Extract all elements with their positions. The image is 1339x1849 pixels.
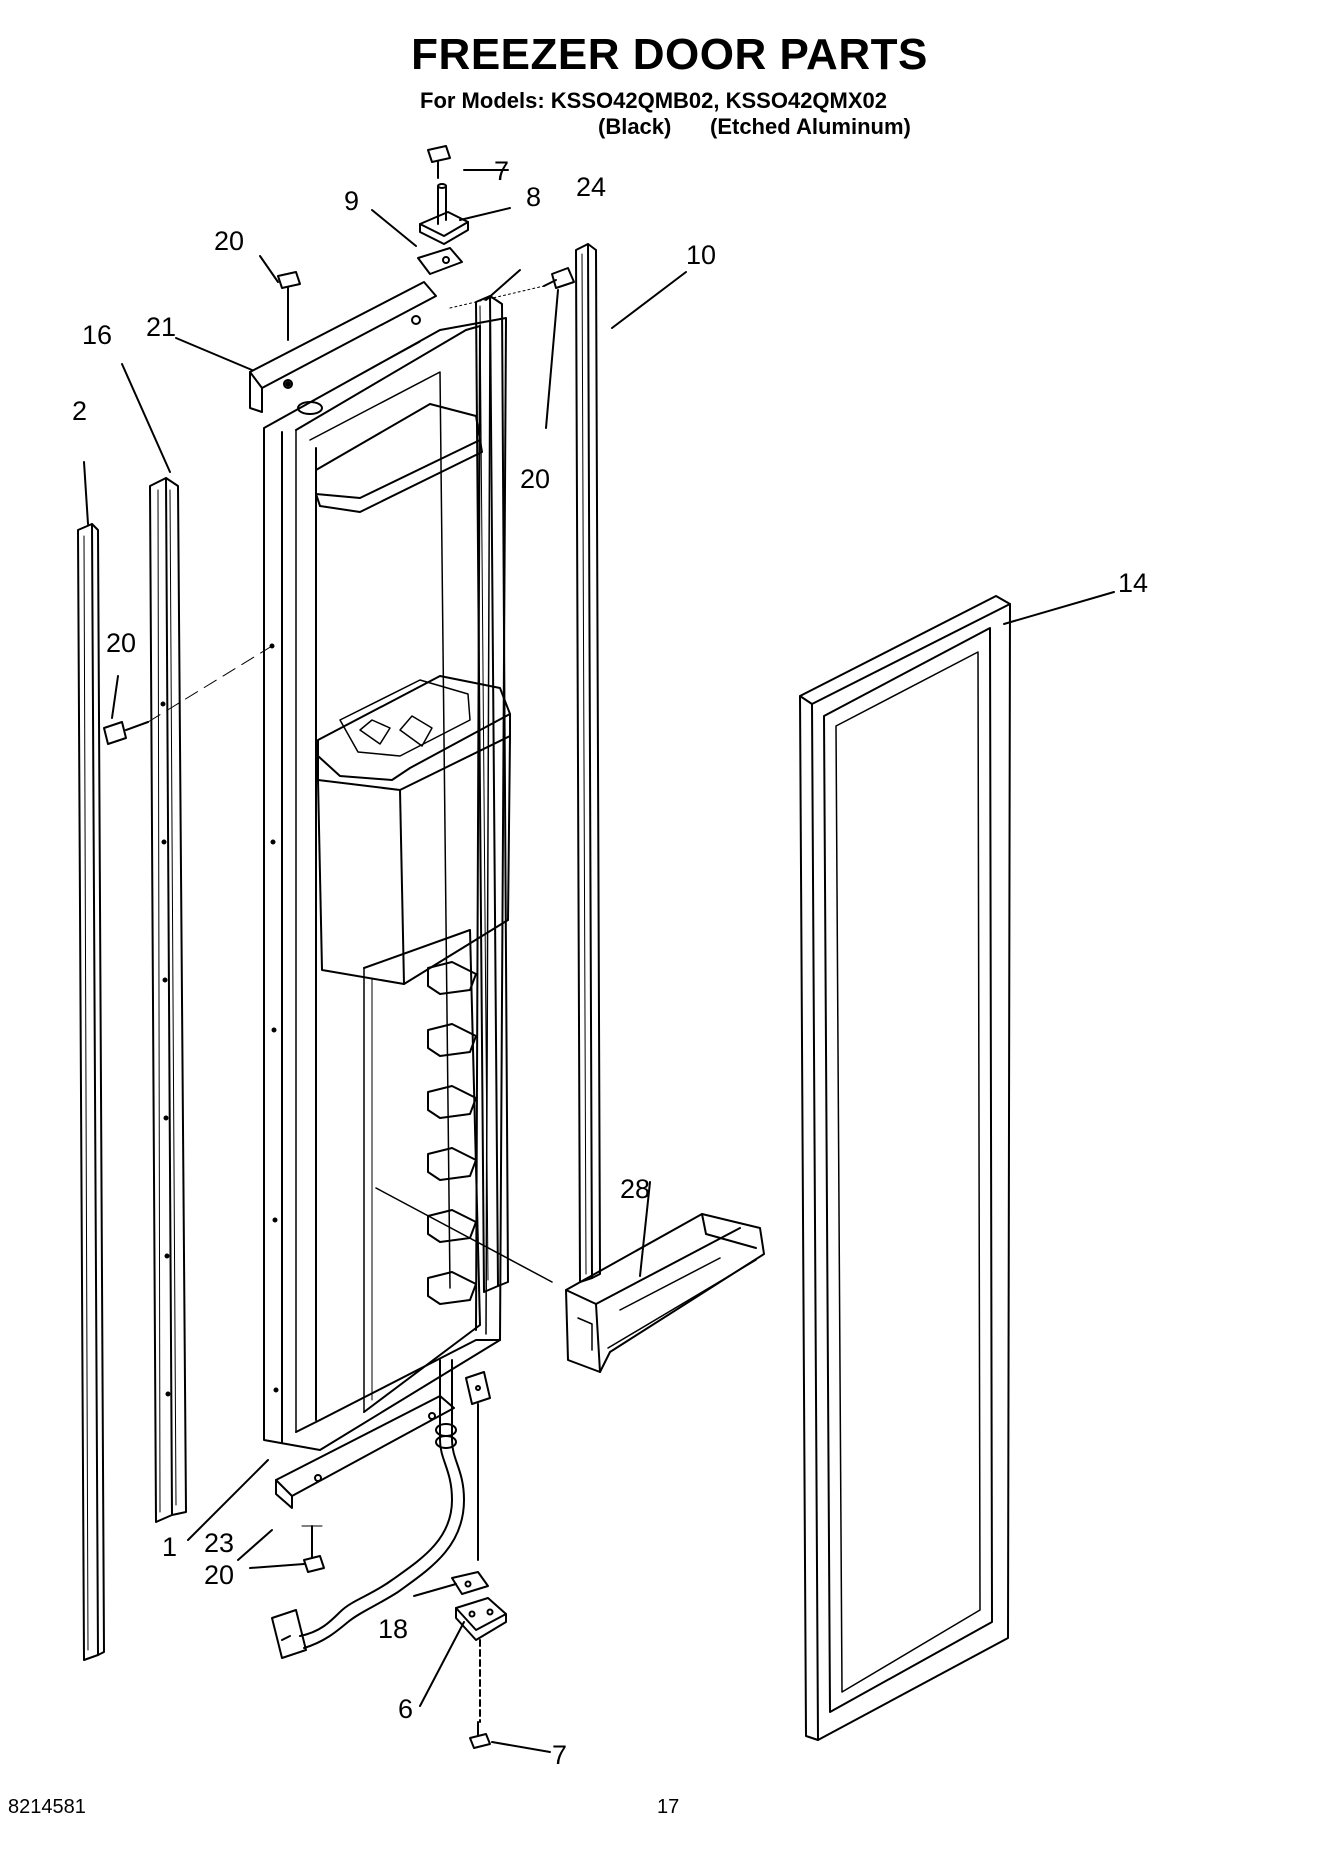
part-16-side-channel (149, 477, 187, 1523)
part-18-hinge-shim (451, 1571, 489, 1595)
part-7-screw-bottom (469, 1721, 491, 1749)
callout-8: 8 (526, 182, 541, 212)
callout-1: 1 (162, 1532, 177, 1562)
document-number: 8214581 (8, 1796, 86, 1818)
callout-18: 18 (378, 1614, 408, 1644)
callout-9: 9 (344, 186, 359, 216)
variant-black: (Black) (598, 114, 672, 139)
callout-14: 14 (1118, 568, 1148, 598)
leader-lines (83, 169, 1115, 1753)
callout-7-bottom: 7 (552, 1740, 567, 1770)
part-9-hinge-shim (417, 247, 463, 275)
callout-20-right: 20 (520, 464, 550, 494)
callout-20-top: 20 (214, 226, 244, 256)
part-20-screw-bottom (301, 1525, 325, 1573)
part-20-screw-left (103, 645, 273, 745)
part-14-door-panel (799, 595, 1011, 1741)
callout-10: 10 (686, 240, 716, 270)
page-number: 17 (657, 1796, 680, 1818)
models-line: For Models: KSSO42QMB02, KSSO42QMX02 (420, 88, 888, 113)
part-20-screw-top (277, 271, 301, 387)
part-24-side-channel (475, 295, 509, 1293)
bottom-hinge-plate (465, 1371, 491, 1561)
variant-aluminum: (Etched Aluminum) (710, 114, 911, 139)
callout-labels: 7 8 9 24 20 10 21 16 2 20 14 20 28 1 23 … (72, 156, 1148, 1770)
callout-6: 6 (398, 1694, 413, 1724)
part-23-bottom-bracket (275, 1395, 455, 1509)
part-10-trim-strip (575, 243, 601, 1283)
part-21-top-bracket (249, 281, 437, 413)
part-20-screw-right (449, 267, 575, 309)
callout-20-bottom: 20 (204, 1560, 234, 1590)
part-2-trim-strip (77, 523, 105, 1661)
callout-7-top: 7 (494, 156, 509, 186)
page-title: FREEZER DOOR PARTS (411, 30, 928, 79)
callout-2: 2 (72, 396, 87, 426)
wire-harness (271, 1359, 465, 1659)
part-7-screw-top (427, 145, 451, 179)
callout-20-left: 20 (106, 628, 136, 658)
part-8-top-hinge (419, 183, 469, 245)
callout-21: 21 (146, 312, 176, 342)
callout-16: 16 (82, 320, 112, 350)
callout-28: 28 (620, 1174, 650, 1204)
callout-23: 23 (204, 1528, 234, 1558)
part-28-door-bin (565, 1213, 765, 1373)
callout-24: 24 (576, 172, 606, 202)
part-6-bottom-hinge (455, 1597, 507, 1723)
